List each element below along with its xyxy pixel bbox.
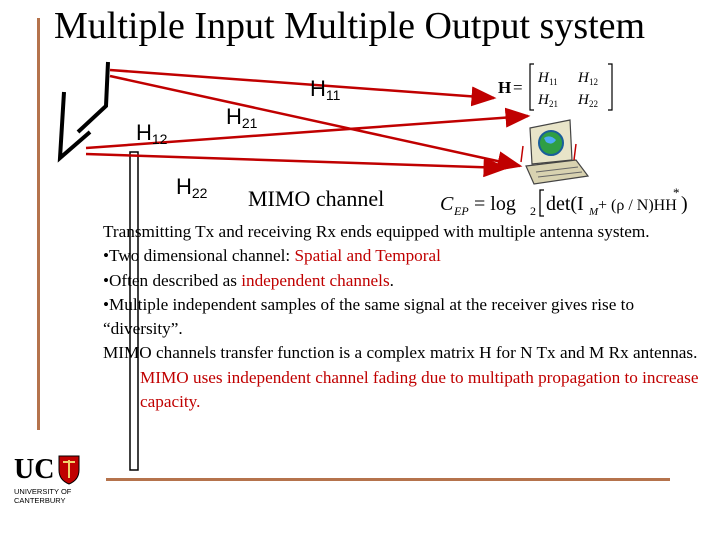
bullet-independent-channels: •Often described as independent channels… bbox=[103, 270, 394, 290]
bullet-two-dimensional: •Two dimensional channel: Spatial and Te… bbox=[103, 246, 441, 266]
paragraph-transfer-function: MIMO channels transfer function is a com… bbox=[103, 343, 698, 363]
svg-text:2: 2 bbox=[530, 204, 536, 218]
arrow-h22 bbox=[85, 152, 509, 178]
matrix-entry-h22: H bbox=[577, 92, 590, 108]
svg-text:22: 22 bbox=[589, 99, 598, 109]
slide-title: Multiple Input Multiple Output system bbox=[54, 5, 646, 47]
laptop-icon bbox=[520, 119, 590, 185]
matrix-entry-h21: H bbox=[537, 92, 550, 108]
matrix-lhs: H bbox=[498, 78, 511, 97]
capacity-equation: C EP = log 2 det(I M + (ρ / N)HH * ) bbox=[440, 185, 688, 218]
svg-text:21: 21 bbox=[549, 99, 558, 109]
matrix-entry-h12: H bbox=[577, 70, 590, 86]
svg-text:+ (ρ / N)HH: + (ρ / N)HH bbox=[598, 197, 677, 214]
antenna-element-2 bbox=[57, 91, 92, 163]
paragraph-capacity: MIMO uses independent channel fading due… bbox=[140, 367, 699, 412]
svg-text:C: C bbox=[440, 193, 454, 215]
left-accent-bar bbox=[37, 18, 40, 430]
label-h12: H12 bbox=[136, 120, 168, 147]
svg-text:= log: = log bbox=[474, 193, 516, 215]
transmit-mast bbox=[129, 151, 139, 471]
label-h22: H22 bbox=[176, 174, 208, 201]
svg-text:): ) bbox=[681, 193, 688, 215]
matrix-equals: = bbox=[513, 78, 523, 97]
svg-text:EP: EP bbox=[453, 204, 469, 218]
svg-text:*: * bbox=[673, 185, 680, 200]
logo-line-1: UNIVERSITY OF bbox=[14, 487, 72, 496]
logo-letters: UC bbox=[14, 454, 54, 485]
svg-text:11: 11 bbox=[549, 77, 558, 87]
label-h11: H11 bbox=[310, 76, 341, 103]
bullet-diversity: •Multiple independent samples of the sam… bbox=[103, 294, 635, 339]
logo-line-2: CANTERBURY bbox=[14, 496, 66, 505]
svg-text:M: M bbox=[588, 206, 599, 218]
highlight-independent-channels: independent channels bbox=[241, 270, 390, 290]
antenna-element-1 bbox=[76, 61, 110, 134]
highlight-spatial-temporal: Spatial and Temporal bbox=[294, 246, 441, 266]
arrow-h11 bbox=[109, 68, 497, 107]
matrix-entry-h11: H bbox=[537, 70, 550, 86]
label-h21: H21 bbox=[226, 104, 258, 131]
channel-matrix-equation: H = H 11 H 12 H 21 H 22 bbox=[498, 63, 613, 111]
paragraph-tx-rx: Transmitting Tx and receiving Rx ends eq… bbox=[103, 222, 650, 241]
svg-text:12: 12 bbox=[589, 77, 598, 87]
svg-text:det(I: det(I bbox=[546, 193, 584, 215]
body-text: Transmitting Tx and receiving Rx ends eq… bbox=[103, 220, 703, 414]
university-logo: UC UNIVERSITY OF CANTERBURY bbox=[14, 454, 80, 505]
bottom-accent-bar bbox=[106, 478, 670, 481]
mimo-channel-label: MIMO channel bbox=[248, 186, 385, 211]
arrow-h12 bbox=[85, 107, 531, 150]
arrow-h21 bbox=[109, 74, 523, 171]
